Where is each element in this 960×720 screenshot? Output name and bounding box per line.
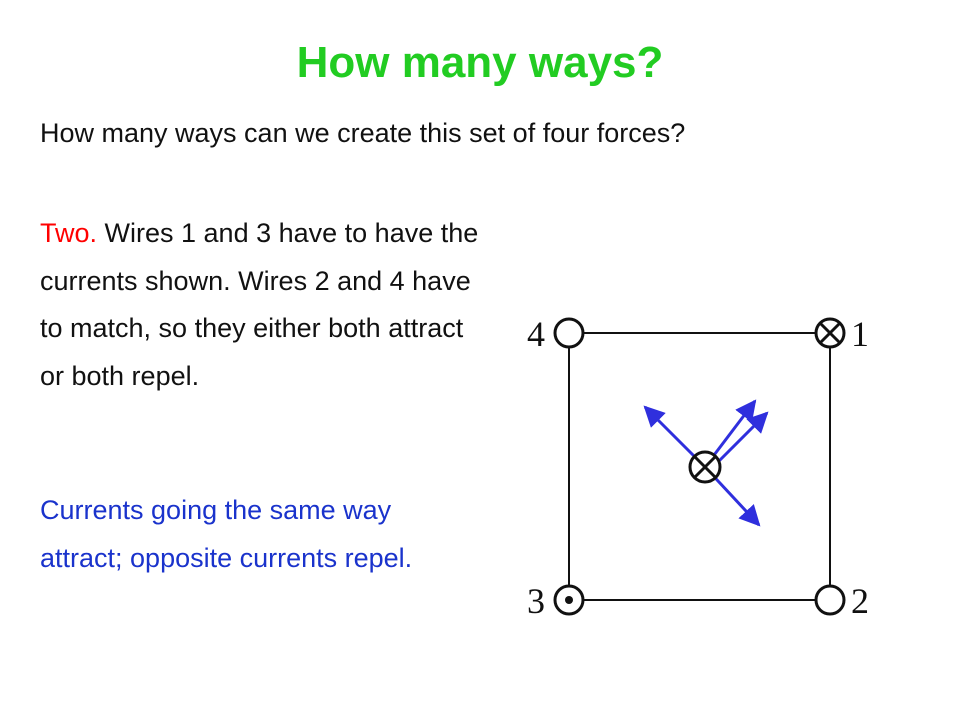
wire-square-diagram: 1 2 3 4: [527, 314, 869, 621]
wire-label-1: 1: [851, 314, 869, 354]
force-arrow-up-right-b: [715, 411, 769, 465]
wire-4-circle: [553, 317, 585, 349]
wire-label-3: 3: [527, 581, 545, 621]
wire-1-into-page: [814, 317, 846, 349]
answer-highlight: Two.: [40, 218, 98, 248]
center-wire-into-page: [688, 450, 722, 484]
slide-title: How many ways?: [296, 38, 664, 87]
rule-text: Currents going the same way attract; opp…: [40, 495, 413, 573]
wire-3-out-of-page: [553, 584, 585, 616]
wire-label-4: 4: [527, 314, 545, 354]
answer-paragraph: Two. Wires 1 and 3 have to have the curr…: [40, 210, 480, 400]
wire-label-2: 2: [851, 581, 869, 621]
wire-2-circle: [814, 584, 846, 616]
question-text: How many ways can we create this set of …: [40, 118, 686, 148]
answer-text: Wires 1 and 3 have to have the currents …: [40, 218, 479, 391]
